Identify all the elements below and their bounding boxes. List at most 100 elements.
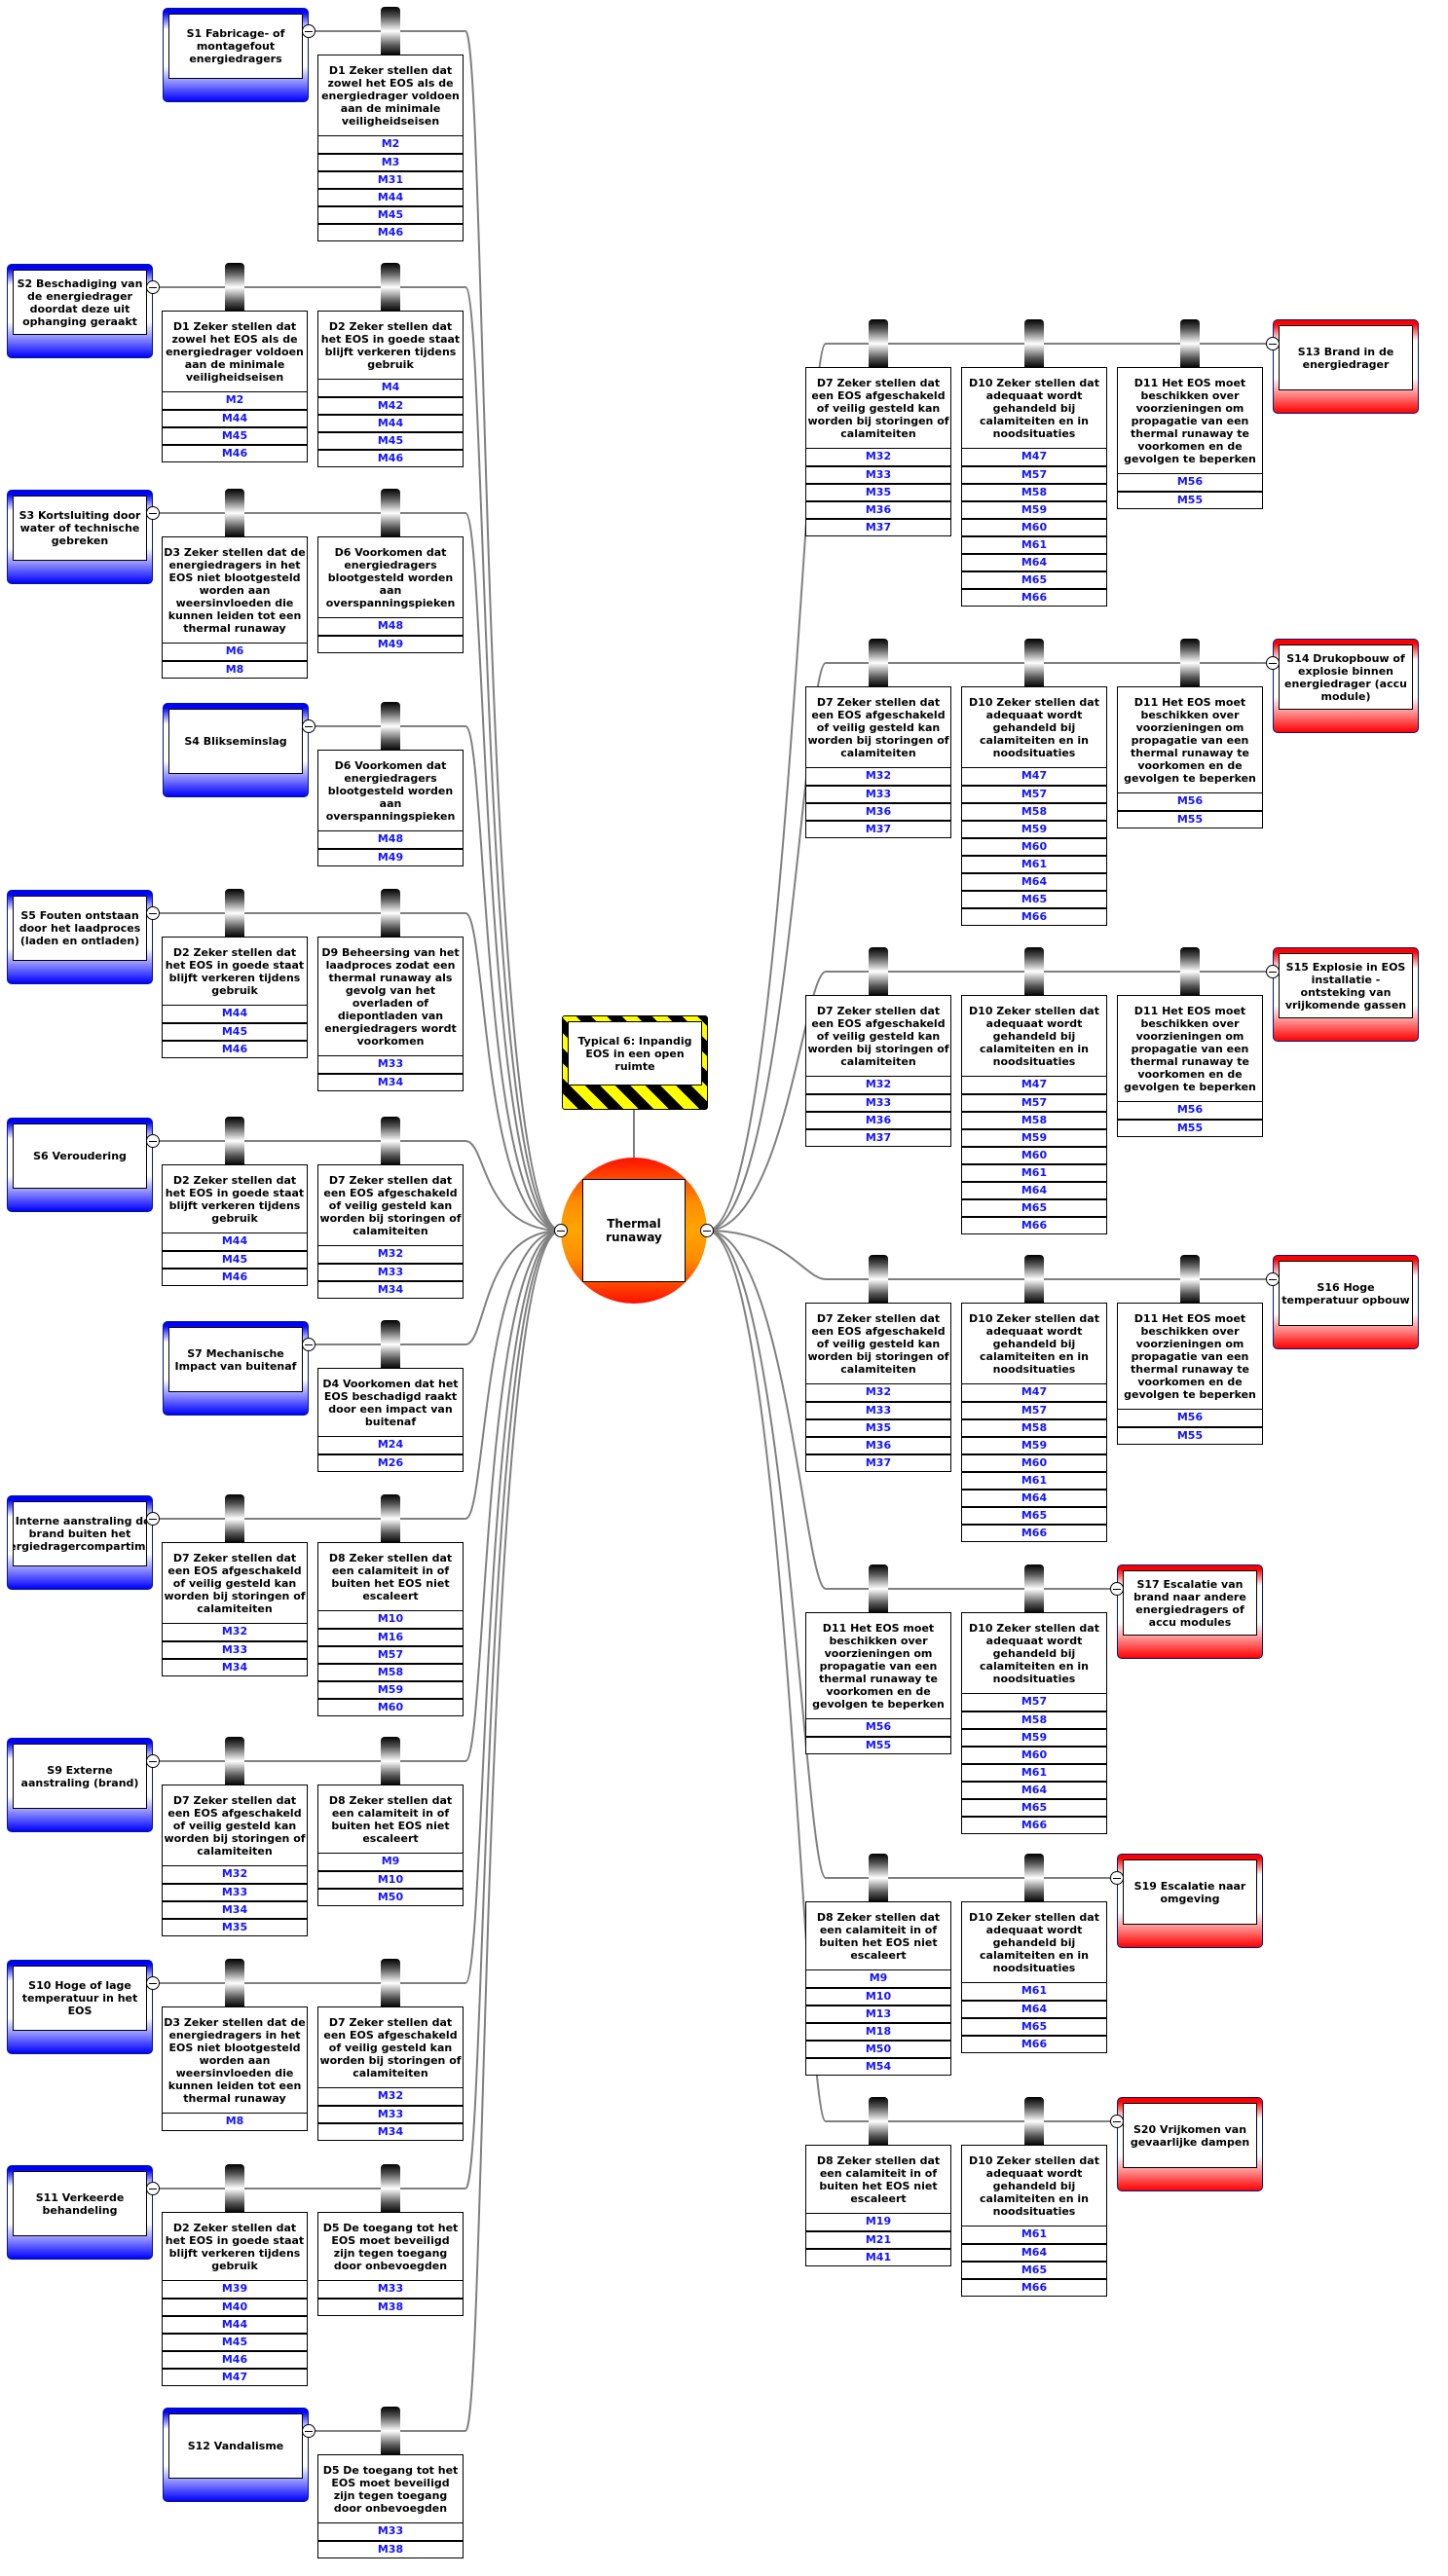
- barrier-box[interactable]: D3 Zeker stellen dat de energiedragers i…: [162, 2006, 308, 2131]
- threat-box[interactable]: S10 Hoge of lage temperatuur in het EOS: [7, 1960, 153, 2054]
- measure-link[interactable]: M46: [163, 444, 307, 461]
- measure-link[interactable]: M46: [163, 1268, 307, 1285]
- measure-link[interactable]: M58: [962, 483, 1106, 500]
- collapse-icon[interactable]: [302, 24, 316, 38]
- barrier-box[interactable]: D11 Het EOS moet beschikken over voorzie…: [1117, 995, 1263, 1137]
- measure-link[interactable]: M34: [318, 2122, 463, 2140]
- collapse-icon[interactable]: [146, 2182, 160, 2195]
- measure-link[interactable]: M57: [962, 1093, 1106, 1111]
- measure-link[interactable]: M46: [318, 223, 463, 240]
- measure-link[interactable]: M56: [806, 1718, 950, 1736]
- barrier-handle-icon[interactable]: [1180, 639, 1200, 687]
- collapse-icon[interactable]: [146, 506, 160, 520]
- measure-link[interactable]: M61: [962, 1763, 1106, 1781]
- measure-link[interactable]: M37: [806, 820, 950, 837]
- barrier-box[interactable]: D4 Voorkomen dat het EOS beschadigd raak…: [317, 1368, 464, 1472]
- barrier-handle-icon[interactable]: [381, 1117, 400, 1165]
- measure-link[interactable]: M61: [962, 1982, 1106, 2000]
- barrier-handle-icon[interactable]: [381, 1320, 400, 1369]
- measure-link[interactable]: M38: [318, 2540, 463, 2558]
- collapse-icon[interactable]: [1110, 2115, 1124, 2128]
- measure-link[interactable]: M32: [163, 1623, 307, 1640]
- measure-link[interactable]: M58: [962, 1111, 1106, 1128]
- measure-link[interactable]: M46: [163, 1040, 307, 1057]
- barrier-handle-icon[interactable]: [1024, 639, 1044, 687]
- measure-link[interactable]: M31: [318, 170, 463, 188]
- measure-link[interactable]: M58: [962, 802, 1106, 820]
- measure-link[interactable]: M32: [806, 767, 950, 785]
- measure-link[interactable]: M47: [163, 2368, 307, 2385]
- measure-link[interactable]: M47: [962, 767, 1106, 785]
- measure-link[interactable]: M57: [962, 785, 1106, 802]
- measure-link[interactable]: M55: [806, 1736, 950, 1753]
- barrier-box[interactable]: D10 Zeker stellen dat adequaat wordt geh…: [961, 995, 1107, 1234]
- barrier-handle-icon[interactable]: [1024, 1854, 1044, 1902]
- barrier-handle-icon[interactable]: [1024, 2097, 1044, 2146]
- measure-link[interactable]: M44: [163, 1233, 307, 1250]
- measure-link[interactable]: M66: [962, 1524, 1106, 1541]
- barrier-box[interactable]: D10 Zeker stellen dat adequaat wordt geh…: [961, 1303, 1107, 1542]
- measure-link[interactable]: M66: [962, 1216, 1106, 1233]
- measure-link[interactable]: M60: [962, 1146, 1106, 1163]
- measure-link[interactable]: M9: [806, 1969, 950, 1987]
- barrier-handle-icon[interactable]: [225, 1494, 244, 1543]
- measure-link[interactable]: M49: [318, 635, 463, 652]
- barrier-handle-icon[interactable]: [1024, 1255, 1044, 1304]
- measure-link[interactable]: M65: [962, 890, 1106, 907]
- measure-link[interactable]: M50: [806, 2040, 950, 2057]
- collapse-icon[interactable]: [302, 2424, 316, 2438]
- barrier-box[interactable]: D1 Zeker stellen dat zowel het EOS als d…: [317, 55, 464, 241]
- barrier-handle-icon[interactable]: [1180, 319, 1200, 368]
- barrier-handle-icon[interactable]: [225, 889, 244, 938]
- measure-link[interactable]: M61: [962, 1163, 1106, 1181]
- barrier-box[interactable]: D9 Beheersing van het laadproces zodat e…: [317, 937, 464, 1091]
- barrier-handle-icon[interactable]: [225, 489, 244, 537]
- barrier-box[interactable]: D1 Zeker stellen dat zowel het EOS als d…: [162, 311, 308, 462]
- barrier-box[interactable]: D7 Zeker stellen dat een EOS afgeschakel…: [805, 367, 951, 536]
- measure-link[interactable]: M45: [163, 426, 307, 444]
- barrier-box[interactable]: D11 Het EOS moet beschikken over voorzie…: [1117, 1303, 1263, 1445]
- collapse-icon[interactable]: [1266, 337, 1280, 350]
- barrier-handle-icon[interactable]: [381, 263, 400, 312]
- measure-link[interactable]: M2: [318, 135, 463, 153]
- measure-link[interactable]: M44: [163, 409, 307, 426]
- measure-link[interactable]: M33: [806, 1401, 950, 1418]
- measure-link[interactable]: M56: [1118, 1409, 1262, 1426]
- barrier-box[interactable]: D7 Zeker stellen dat een EOS afgeschakel…: [162, 1785, 308, 1936]
- barrier-box[interactable]: D5 De toegang tot het EOS moet beveiligd…: [317, 2454, 464, 2558]
- measure-link[interactable]: M60: [962, 1454, 1106, 1471]
- measure-link[interactable]: M49: [318, 848, 463, 865]
- measure-link[interactable]: M45: [163, 1250, 307, 1268]
- measure-link[interactable]: M10: [806, 1987, 950, 2005]
- measure-link[interactable]: M2: [163, 391, 307, 409]
- measure-link[interactable]: M55: [1118, 1426, 1262, 1444]
- collapse-icon[interactable]: [1110, 1871, 1124, 1885]
- barrier-handle-icon[interactable]: [225, 1117, 244, 1165]
- barrier-box[interactable]: D8 Zeker stellen dat een calamiteit in o…: [805, 2145, 951, 2266]
- barrier-box[interactable]: D7 Zeker stellen dat een EOS afgeschakel…: [805, 995, 951, 1147]
- barrier-handle-icon[interactable]: [869, 1255, 888, 1304]
- consequence-box[interactable]: S19 Escalatie naar omgeving: [1117, 1854, 1263, 1948]
- measure-link[interactable]: M32: [318, 2087, 463, 2105]
- barrier-handle-icon[interactable]: [225, 263, 244, 312]
- measure-link[interactable]: M35: [163, 1918, 307, 1935]
- measure-link[interactable]: M65: [962, 1506, 1106, 1524]
- measure-link[interactable]: M39: [163, 2280, 307, 2298]
- measure-link[interactable]: M44: [318, 414, 463, 431]
- measure-link[interactable]: M66: [962, 1816, 1106, 1833]
- measure-link[interactable]: M24: [318, 1436, 463, 1454]
- measure-link[interactable]: M64: [962, 1181, 1106, 1198]
- measure-link[interactable]: M66: [962, 907, 1106, 925]
- measure-link[interactable]: M8: [163, 660, 307, 678]
- top-event[interactable]: Thermal runaway: [561, 1158, 707, 1304]
- measure-link[interactable]: M32: [163, 1865, 307, 1883]
- measure-link[interactable]: M45: [318, 205, 463, 223]
- collapse-icon[interactable]: [302, 719, 316, 733]
- barrier-box[interactable]: D7 Zeker stellen dat een EOS afgeschakel…: [805, 686, 951, 838]
- barrier-handle-icon[interactable]: [869, 2097, 888, 2146]
- measure-link[interactable]: M44: [163, 2315, 307, 2333]
- measure-link[interactable]: M8: [163, 2113, 307, 2130]
- measure-link[interactable]: M9: [318, 1853, 463, 1870]
- barrier-box[interactable]: D2 Zeker stellen dat het EOS in goede st…: [317, 311, 464, 467]
- consequence-box[interactable]: S16 Hoge temperatuur opbouw: [1273, 1255, 1419, 1349]
